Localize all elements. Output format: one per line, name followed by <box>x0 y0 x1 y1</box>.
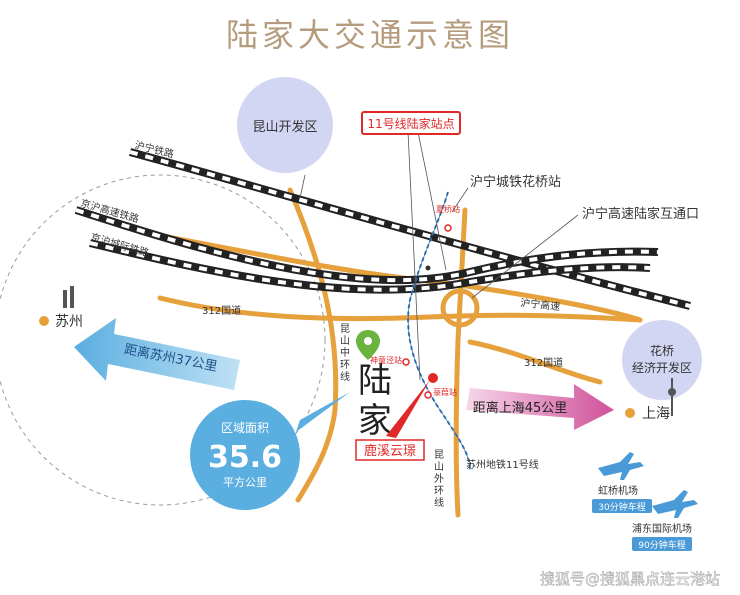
suzhou-marker: 苏州 <box>39 286 83 330</box>
shanghai-marker: 上海 <box>625 378 676 422</box>
label-middle-ring-c3: 中 <box>340 346 350 359</box>
label-metro-11: 苏州地铁11号线 <box>466 458 539 471</box>
project-pointer <box>386 380 430 438</box>
station-shentongjing: 神童泾站 <box>370 355 410 366</box>
watermark: 搜狐号@搜狐黑点连云港站 <box>540 570 720 588</box>
label-outer-ring-c5: 线 <box>434 496 444 509</box>
railway-intercity-inner <box>89 241 651 292</box>
airport-hongqiao: 虹桥机场 30分钟车程 <box>592 452 652 513</box>
kunshan-dev-zone: 昆山开发区 <box>237 77 333 173</box>
huaqiao-dev-label-2: 经济开发区 <box>632 360 692 375</box>
huxiang-station-callout: 沪宁城铁花桥站 <box>470 174 561 190</box>
station-luheng-marker <box>428 373 438 383</box>
label-312-east: 312国道 <box>524 356 563 369</box>
line11-station-callout: 11号线陆家站点 <box>361 111 461 135</box>
line11-station-label: 11号线陆家站点 <box>367 116 454 131</box>
plane-icon-1 <box>598 452 644 480</box>
huaqiao-dev-label-1: 花桥 <box>650 343 674 358</box>
station-luheng: 菉葭站 <box>424 373 457 399</box>
suzhou-range-circle <box>0 174 326 506</box>
label-outer-ring-c1: 昆 <box>434 449 444 461</box>
arrow-to-shanghai: 距离上海45公里 <box>466 384 614 430</box>
airport-pudong: 浦东国际机场 90分钟车程 <box>632 490 698 551</box>
suzhou-tower-right <box>70 286 74 308</box>
area-badge: 区域面积 35.6 平方公里 <box>190 392 350 510</box>
callout-line-4 <box>471 214 579 299</box>
railways <box>74 148 691 310</box>
town-char-1: 陆 <box>358 361 392 401</box>
plane-icon-2 <box>652 490 698 518</box>
suzhou-tower-left <box>63 290 67 308</box>
kunshan-dev-label: 昆山开发区 <box>252 119 317 135</box>
road-312-east <box>467 339 603 385</box>
station-xiaqiao: 夏桥站 <box>436 204 460 232</box>
airport-hongqiao-name: 虹桥机场 <box>598 484 638 497</box>
road-middle-ring <box>287 187 339 503</box>
station-shentongjing-dot <box>402 358 410 366</box>
shanghai-dot <box>625 408 635 418</box>
suzhou-dot <box>39 316 49 326</box>
label-312-west: 312国道 <box>202 304 241 317</box>
station-shentongjing-label: 神童泾站 <box>370 355 402 365</box>
callout-line-1 <box>407 131 421 381</box>
label-huning-expressway: 沪宁高速 <box>520 296 561 313</box>
station-xiaqiao-label: 夏桥站 <box>436 204 460 214</box>
arrow-to-suzhou: 距离苏州37公里 <box>74 318 240 390</box>
callout-line-3 <box>451 187 469 213</box>
area-badge-circle <box>190 400 300 510</box>
railway-jinghu-hsr-outer <box>74 206 659 285</box>
project-logo-text: 鹿溪云璟 <box>364 443 416 459</box>
airport-hongqiao-badge <box>592 499 652 513</box>
label-outer-ring-c2: 山 <box>434 461 444 473</box>
railway-huning-inner <box>129 150 691 308</box>
area-badge-unit: 平方公里 <box>223 475 267 489</box>
callout-line-5 <box>299 174 306 199</box>
callout-line-2 <box>417 131 447 271</box>
callout-lines <box>299 131 579 381</box>
label-middle-ring-c2: 山 <box>340 335 350 347</box>
airport-hongqiao-time: 30分钟车程 <box>598 501 645 513</box>
area-badge-label: 区域面积 <box>221 421 269 435</box>
project-logo: 鹿溪云璟 <box>355 439 425 461</box>
location-pin-icon <box>356 330 380 360</box>
interchange-ring <box>440 288 480 328</box>
shanghai-label: 上海 <box>642 406 670 422</box>
airport-pudong-badge <box>632 537 692 551</box>
label-middle-ring-c5: 线 <box>340 370 350 383</box>
suzhou-label: 苏州 <box>55 314 83 330</box>
area-badge-pointer <box>296 392 350 432</box>
label-middle-ring: 昆 山 中 环 线 <box>340 323 350 383</box>
label-outer-ring-c3: 外 <box>434 473 444 485</box>
area-badge-value: 35.6 <box>208 440 282 475</box>
label-middle-ring-c1: 昆 <box>340 323 350 335</box>
interchange-callout: 沪宁高速陆家互通口 <box>582 206 699 222</box>
label-outer-ring-c4: 环 <box>434 486 444 497</box>
airport-pudong-time: 90分钟车程 <box>638 539 685 551</box>
town-char-2: 家 <box>358 401 392 441</box>
road-312-main <box>157 295 643 323</box>
distance-shanghai-label: 距离上海45公里 <box>473 400 568 416</box>
station-luheng-dot <box>424 391 432 399</box>
station-luheng-label: 菉葭站 <box>433 387 457 397</box>
label-middle-ring-c4: 环 <box>340 360 350 371</box>
metro-line-11-core <box>407 191 471 471</box>
station-xiaqiao-dot <box>444 224 452 232</box>
huxiang-station-dot <box>425 265 431 271</box>
huaqiao-dev-zone: 花桥 经济开发区 <box>622 320 702 400</box>
shanghai-tower-ball <box>668 388 676 396</box>
label-outer-ring: 昆 山 外 环 线 <box>434 449 444 509</box>
map-title: 陆家大交通示意图 <box>226 16 514 54</box>
airport-pudong-name: 浦东国际机场 <box>632 522 692 535</box>
road-outer-ring <box>453 207 468 518</box>
